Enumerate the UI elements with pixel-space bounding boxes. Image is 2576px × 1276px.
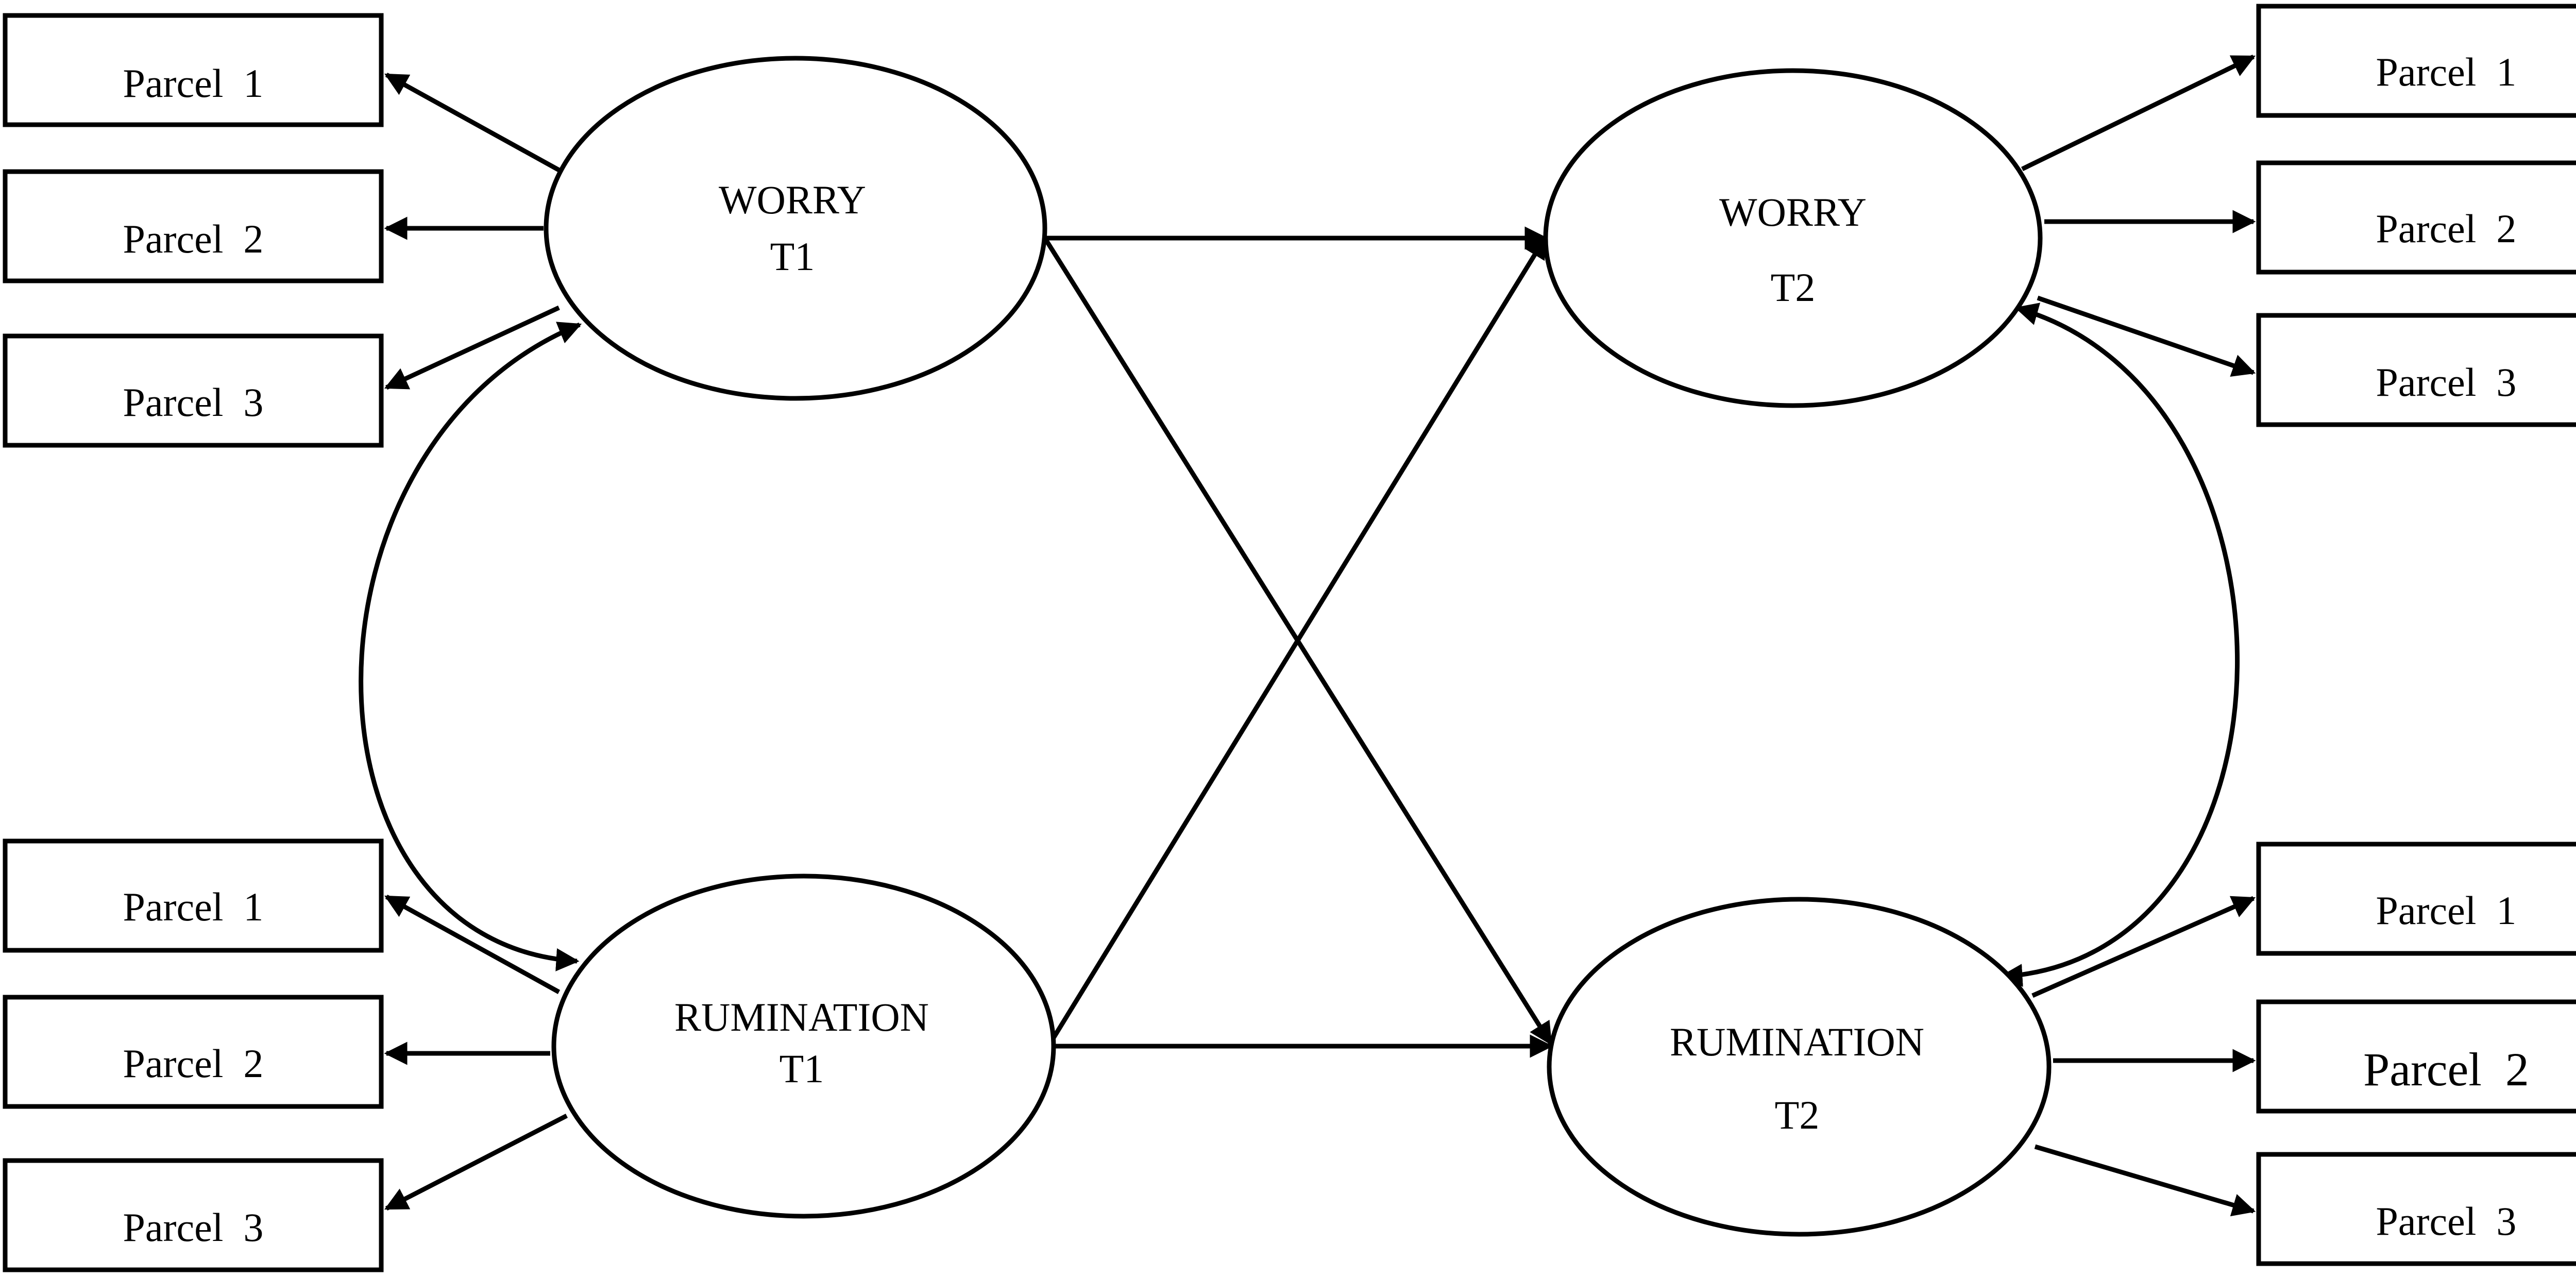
rumination-t2-label-line1: RUMINATION bbox=[1670, 1019, 1924, 1064]
worry-t2-latent-oval: WORRY T2 bbox=[1543, 68, 2043, 408]
worry-t2-parcel-1-label: Parcel 1 bbox=[2376, 49, 2517, 94]
worry-t2-parcel-2-label: Parcel 2 bbox=[2376, 206, 2517, 251]
rumination-t2-loading-1-arrow bbox=[2031, 896, 2256, 998]
worry-rumination-t1-correlation-arrow bbox=[359, 322, 582, 971]
rumination-t1-parcel-1-box: Parcel 1 bbox=[3, 838, 384, 953]
worry-t2-parcel-3-box: Parcel 3 bbox=[2256, 313, 2576, 427]
rumination-t1-latent-oval: RUMINATION T1 bbox=[551, 874, 1056, 1219]
rumination-t1-to-worry-t2-arrow bbox=[1046, 235, 1548, 1048]
worry-t1-parcel-2-box: Parcel 2 bbox=[3, 169, 384, 283]
rumination-t1-loading-1-arrow bbox=[384, 895, 561, 994]
worry-t2-label-line2: T2 bbox=[1771, 265, 1816, 310]
worry-t2-loading-1-arrow bbox=[2021, 54, 2256, 172]
rumination-t2-label-line2: T2 bbox=[1775, 1093, 1820, 1137]
worry-rumination-t2-correlation-arrow bbox=[1999, 303, 2240, 987]
worry-t1-label-line1: WORRY bbox=[719, 177, 866, 222]
rumination-t1-parcel-2-box: Parcel 2 bbox=[3, 995, 384, 1109]
rumination-t2-parcel-2-box: Parcel 2 bbox=[2256, 999, 2576, 1114]
rumination-t2-loading-3-arrow bbox=[2034, 1144, 2256, 1217]
worry-t1-parcel-1-box: Parcel 1 bbox=[3, 13, 384, 127]
rumination-t2-parcel-3-box: Parcel 3 bbox=[2256, 1152, 2576, 1266]
worry-t2-parcel-2-box: Parcel 2 bbox=[2256, 160, 2576, 275]
worry-t1-parcel-3-box: Parcel 3 bbox=[3, 333, 384, 448]
worry-t1-latent-oval: WORRY T1 bbox=[544, 56, 1047, 401]
worry-t2-label-line1: WORRY bbox=[1719, 190, 1867, 234]
rumination-t1-label-line1: RUMINATION bbox=[674, 995, 929, 1039]
worry-t2-loading-3-arrow bbox=[2037, 295, 2256, 377]
rumination-t2-parcel-1-box: Parcel 1 bbox=[2256, 842, 2576, 956]
worry-t1-parcel-1-label: Parcel 1 bbox=[123, 61, 264, 106]
rumination-t1-parcel-1-label: Parcel 1 bbox=[123, 884, 264, 929]
worry-t2-parcel-3-label: Parcel 3 bbox=[2376, 360, 2517, 405]
rumination-t2-parcel-2-label: Parcel 2 bbox=[2363, 1043, 2529, 1096]
rumination-t1-parcel-3-label: Parcel 3 bbox=[123, 1205, 264, 1250]
rumination-t1-label-line2: T1 bbox=[779, 1046, 824, 1091]
rumination-t1-parcel-3-box: Parcel 3 bbox=[3, 1158, 384, 1272]
rumination-t1-loading-3-arrow bbox=[384, 1113, 568, 1211]
rumination-t1-parcel-2-label: Parcel 2 bbox=[123, 1041, 264, 1086]
rumination-t2-parcel-1-label: Parcel 1 bbox=[2376, 888, 2517, 933]
worry-t2-parcel-1-box: Parcel 1 bbox=[2256, 4, 2576, 118]
worry-t1-parcel-2-label: Parcel 2 bbox=[123, 216, 264, 261]
rumination-t2-parcel-3-label: Parcel 3 bbox=[2376, 1199, 2517, 1244]
worry-t1-loading-1-arrow bbox=[384, 73, 561, 172]
worry-t1-label-line2: T1 bbox=[770, 234, 815, 279]
worry-t1-parcel-3-label: Parcel 3 bbox=[123, 380, 264, 425]
rumination-t2-latent-oval: RUMINATION T2 bbox=[1547, 897, 2052, 1237]
worry-t1-loading-3-arrow bbox=[384, 305, 560, 390]
